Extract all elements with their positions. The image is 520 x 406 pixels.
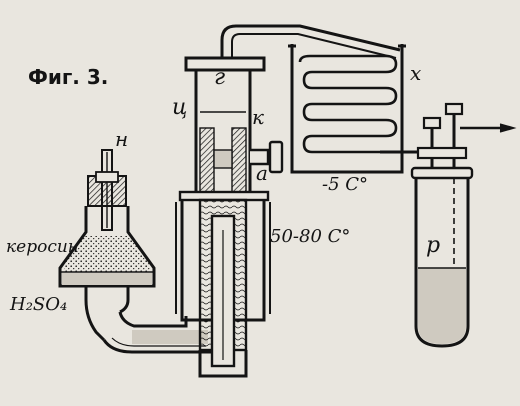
label-temp-hot: 50-80 С° xyxy=(270,226,350,247)
label-g: г xyxy=(214,65,225,90)
label-k: к xyxy=(252,105,264,129)
label-x: х xyxy=(410,61,421,85)
label-ts: ц xyxy=(172,95,187,120)
label-p: р xyxy=(426,233,440,258)
receiver-tube xyxy=(410,102,517,348)
figure-caption: Фиг. 3. xyxy=(28,65,108,89)
cooling-coil xyxy=(298,54,398,154)
connecting-pipe xyxy=(102,311,214,354)
condenser xyxy=(288,44,430,174)
label-acid: H₂SO₄ xyxy=(9,294,67,315)
label-kerosene: керосин xyxy=(6,237,79,257)
label-a: а xyxy=(256,161,268,185)
label-temp-cold: -5 С° xyxy=(322,174,368,195)
kerosene-vessel xyxy=(58,149,156,342)
gas-outlet-tube xyxy=(220,24,401,59)
label-n: н xyxy=(115,127,128,151)
reaction-column xyxy=(175,56,284,378)
